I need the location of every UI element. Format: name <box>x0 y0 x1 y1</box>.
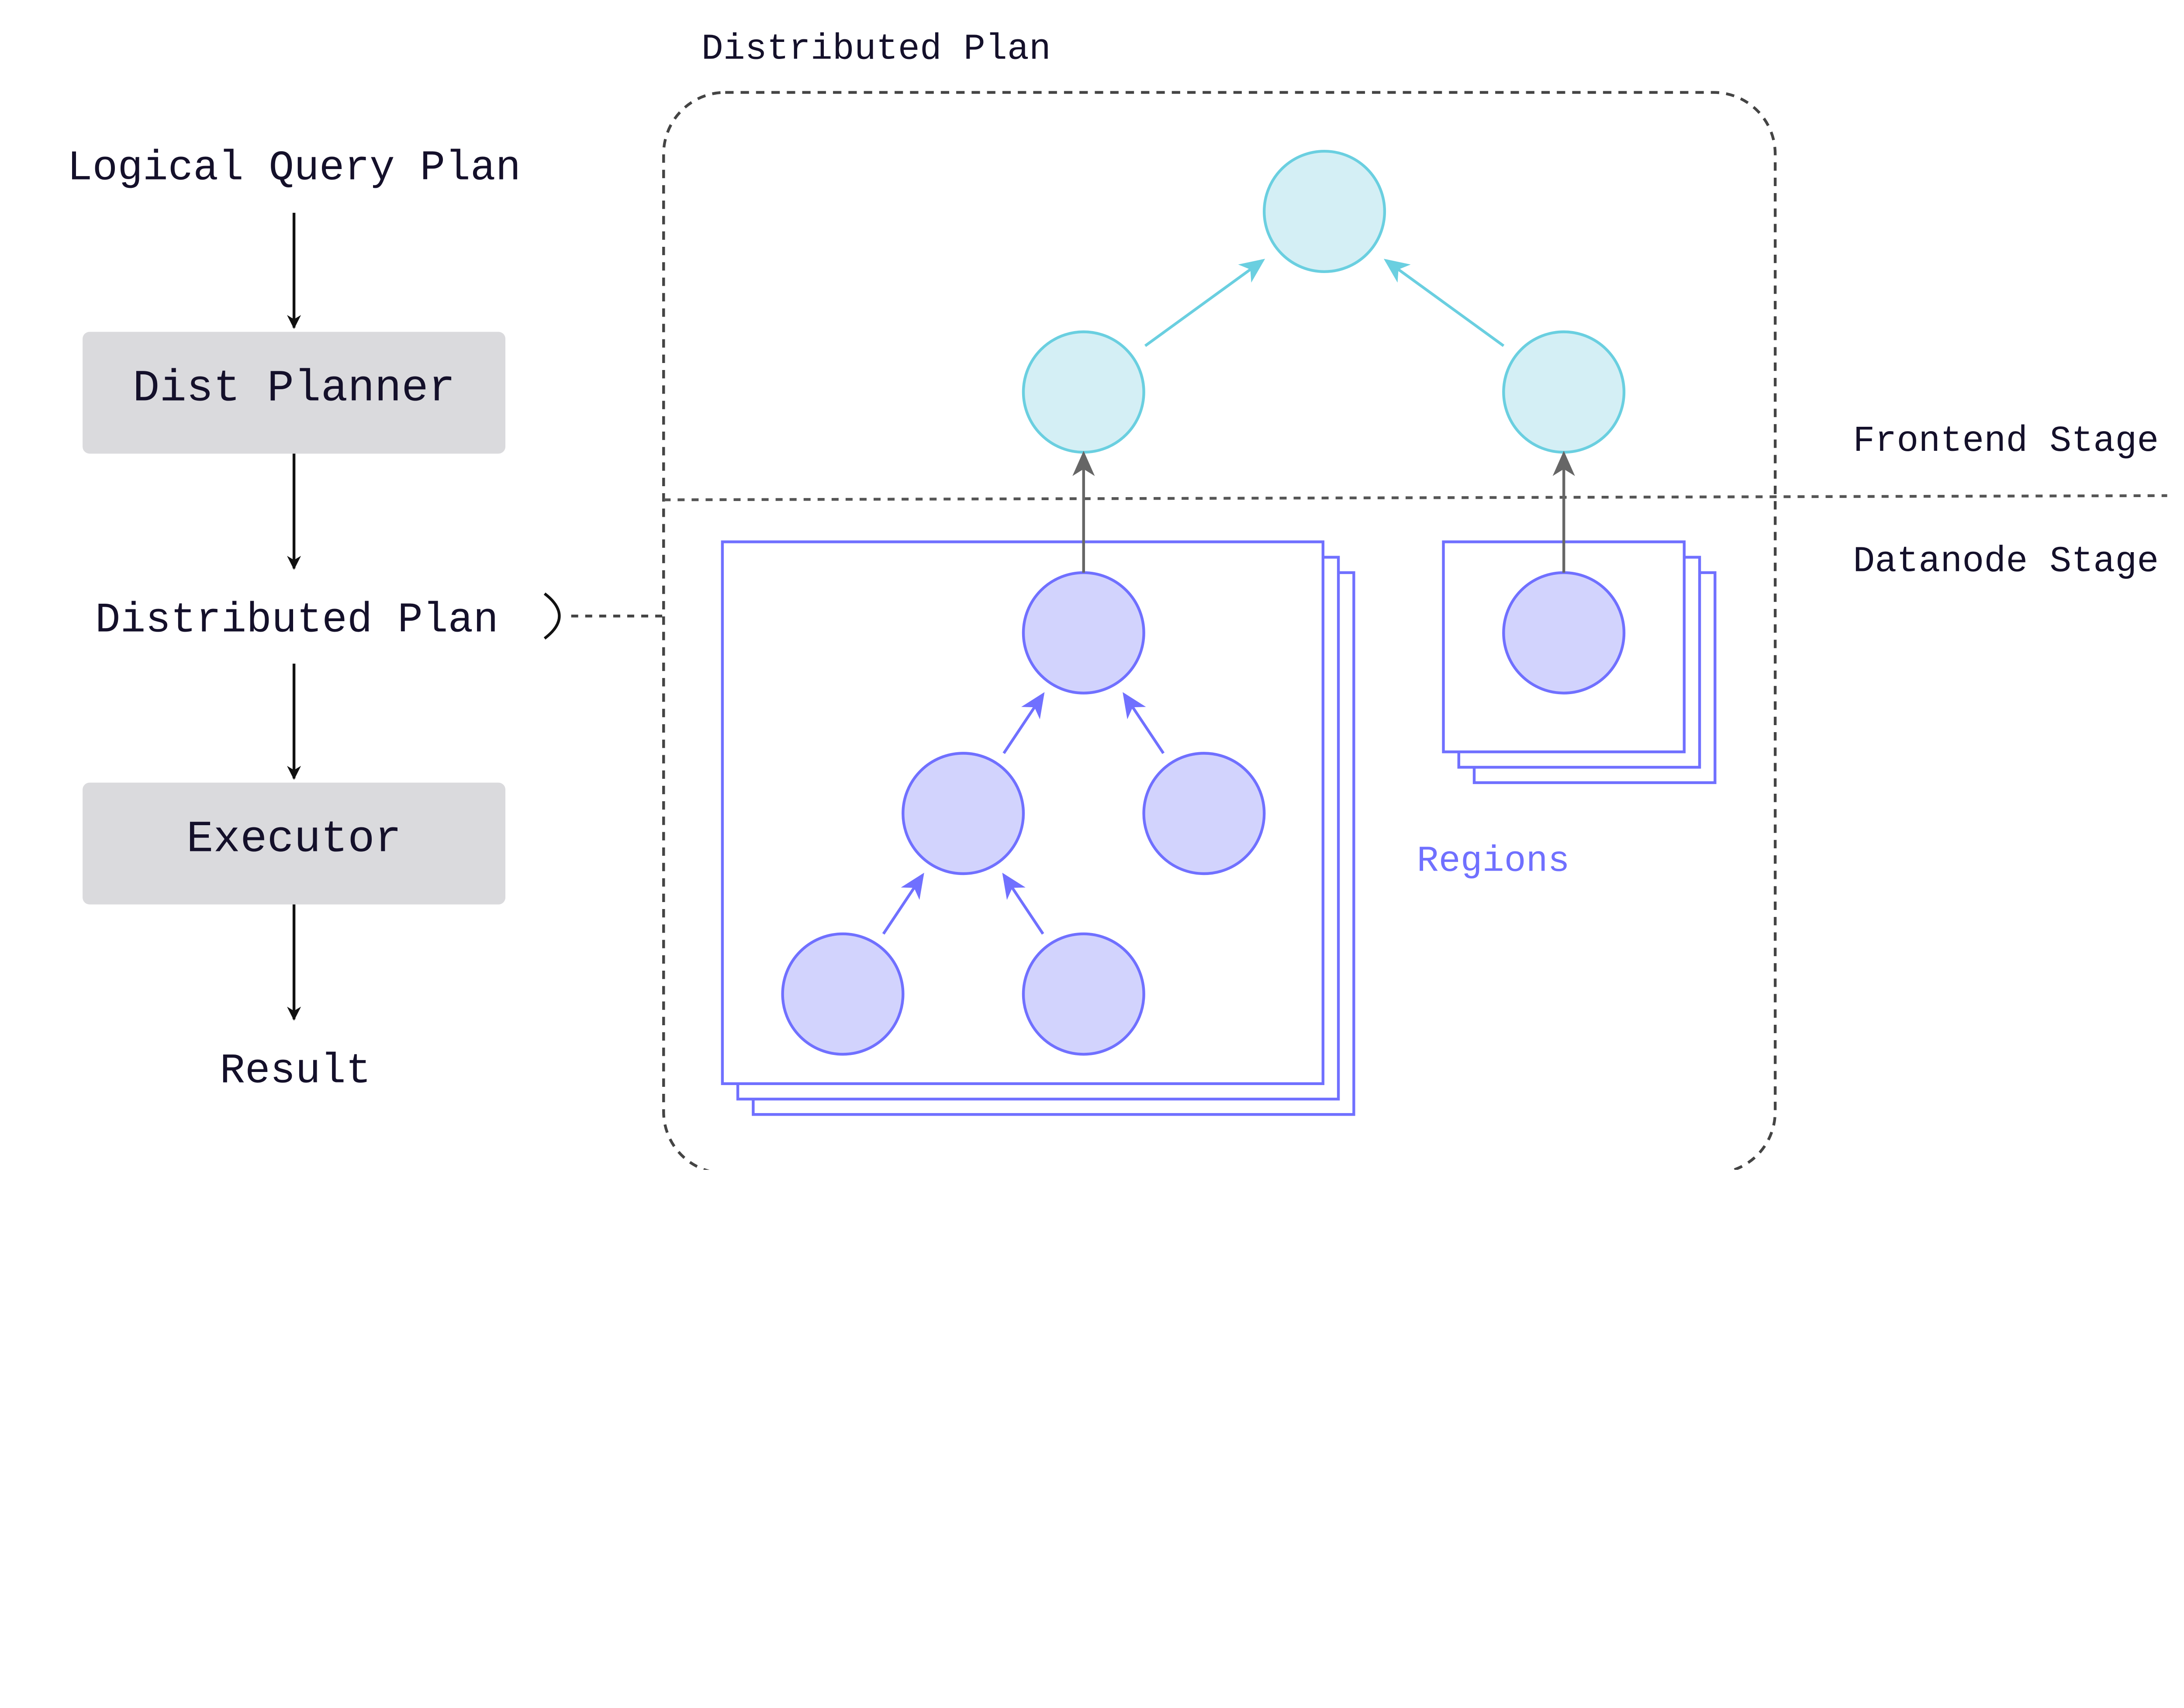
frontend-edge <box>1383 259 1505 347</box>
region-stack-large <box>721 540 1355 1116</box>
regions-label: Regions <box>1417 841 1570 882</box>
datanode-node <box>1502 571 1626 695</box>
datanode-edge <box>1002 872 1044 935</box>
result-label: Result <box>220 1048 371 1095</box>
datanode-node <box>781 932 905 1056</box>
panel-title: Distributed Plan <box>702 29 1051 70</box>
frontend-tree <box>1022 149 1626 454</box>
datanode-edge <box>1123 692 1165 754</box>
logical-query-plan-label: Logical Query Plan <box>67 144 521 192</box>
region-stack-small <box>1442 540 1717 784</box>
executor-box <box>83 782 506 905</box>
frontend-edge <box>1144 259 1265 347</box>
frontend-stage-label: Frontend Stage <box>1853 421 2159 462</box>
datanode-node <box>1022 932 1145 1056</box>
datanode-node <box>1142 752 1266 875</box>
frontend-node <box>1022 330 1145 454</box>
distributed-plan-panel <box>662 91 1777 1170</box>
datanode-edge <box>882 872 924 935</box>
distributed-plan-label: Distributed Plan <box>95 597 498 644</box>
executor-label: Executor <box>187 814 401 865</box>
frontend-node <box>1502 330 1626 454</box>
stage-divider <box>663 494 2167 501</box>
frontend-node <box>1263 149 1386 273</box>
bracket-icon <box>543 592 561 640</box>
datanode-stage-label: Datanode Stage <box>1853 542 2159 583</box>
distributed-query-diagram: Logical Query Plan Dist Planner Distribu… <box>67 29 2167 1170</box>
dist-planner-box <box>83 332 506 454</box>
datanode-node <box>902 752 1025 875</box>
datanode-edge <box>1002 692 1045 754</box>
datanode-node <box>1022 571 1145 695</box>
dist-planner-label: Dist Planner <box>133 363 455 414</box>
